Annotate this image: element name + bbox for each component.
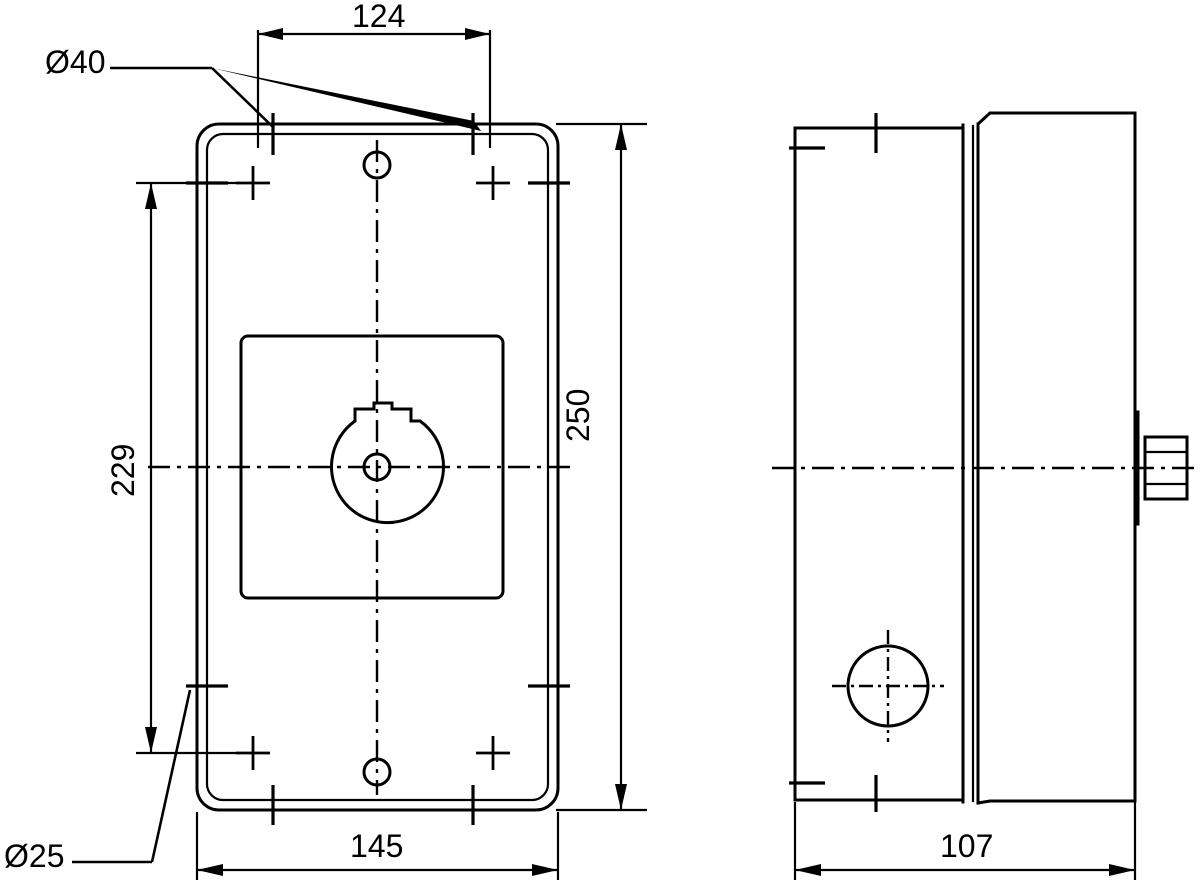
- dimension-145: [195, 812, 560, 880]
- mounting-cross-top-right: [476, 166, 510, 200]
- diameter-40-leader: [110, 66, 481, 131]
- dimension-250: [556, 122, 647, 812]
- dimension-250-label: 250: [560, 388, 596, 442]
- dimension-107: [793, 802, 1137, 880]
- side-view: [772, 111, 1200, 880]
- diameter-40-label: Ø40: [45, 44, 106, 80]
- top-center-hole: [362, 150, 392, 180]
- mounting-cross-bottom-right: [476, 736, 510, 770]
- front-view: [72, 28, 647, 880]
- dimension-229: [136, 181, 240, 755]
- dimension-124-label: 124: [352, 0, 406, 34]
- rotary-knob: [330, 401, 445, 525]
- side-front-cover: [976, 111, 1137, 805]
- dimension-107-label: 107: [940, 828, 994, 864]
- mounting-cross-top-left: [236, 166, 270, 200]
- side-rear-housing: [793, 126, 965, 802]
- dimension-229-label: 229: [105, 443, 141, 497]
- mounting-cross-bottom-left: [236, 736, 270, 770]
- diameter-25-label: Ø25: [4, 838, 65, 874]
- side-cable-hole: [846, 644, 930, 728]
- dimension-124: [256, 28, 492, 148]
- shaft-stub: [1136, 410, 1189, 526]
- bottom-center-hole: [362, 757, 392, 787]
- dimension-145-label: 145: [350, 828, 404, 864]
- diameter-25-leader: [72, 689, 192, 864]
